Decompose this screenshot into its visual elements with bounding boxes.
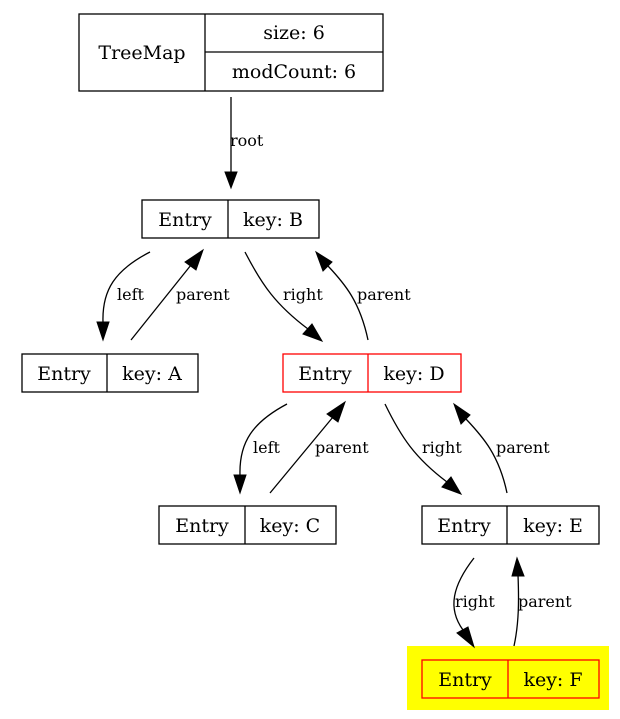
arrow-head <box>453 402 471 425</box>
entry-a-key: key: A <box>122 363 182 385</box>
edge-label-a-parent: parent <box>176 285 230 304</box>
arrow-head <box>511 556 525 577</box>
edge-label-c-parent: parent <box>315 438 369 457</box>
edge-d-parent: parent <box>315 250 411 341</box>
entry-b-title: Entry <box>158 209 212 231</box>
edge-b-right: right <box>244 251 324 342</box>
edge-label-e-parent: parent <box>496 438 550 457</box>
edge-label-b-left: left <box>117 285 145 304</box>
arrow-head <box>233 474 247 495</box>
entry-f-key: key: F <box>523 669 582 691</box>
edge-label-d-left: left <box>253 438 281 457</box>
edge-label-f-parent: parent <box>518 592 572 611</box>
entry-d-key: key: D <box>383 363 444 385</box>
entry-a-title: Entry <box>37 363 91 385</box>
edge-e-parent: parent <box>453 402 550 494</box>
entry-node-b: Entry key: B <box>141 199 320 239</box>
arrow-head <box>441 476 463 495</box>
treemap-modcount: modCount: 6 <box>232 61 356 83</box>
edge-label-e-right: right <box>455 592 495 611</box>
edge-label-d-right: right <box>422 438 462 457</box>
entry-c-key: key: C <box>260 515 320 537</box>
entry-node-c: Entry key: C <box>158 505 337 545</box>
entry-b-key: key: B <box>243 209 303 231</box>
entry-node-f: Entry key: F <box>421 659 600 699</box>
arrow-head <box>315 250 333 272</box>
entry-c-title: Entry <box>175 515 229 537</box>
entry-node-e: Entry key: E <box>421 505 600 545</box>
entry-e-title: Entry <box>437 515 491 537</box>
arrow-head <box>326 400 346 423</box>
edge-b-left: left <box>96 251 151 342</box>
arrow-head <box>302 323 324 342</box>
arrow-head <box>456 626 475 649</box>
entry-d-title: Entry <box>298 363 352 385</box>
entry-node-a: Entry key: A <box>21 353 199 393</box>
edge-e-right: right <box>453 557 495 649</box>
edge-c-parent: parent <box>269 400 369 494</box>
edge-f-parent: parent <box>511 556 572 647</box>
entry-e-key: key: E <box>523 515 583 537</box>
edge-label-b-right: right <box>283 285 323 304</box>
edge-a-parent: parent <box>130 248 230 341</box>
treemap-size: size: 6 <box>263 22 325 44</box>
edge-root: root <box>224 97 264 190</box>
entry-f-title: Entry <box>438 669 492 691</box>
entry-node-d: Entry key: D <box>282 353 462 393</box>
edge-label-d-parent: parent <box>357 285 411 304</box>
arrow-head <box>184 248 204 271</box>
arrow-head <box>224 171 238 190</box>
treemap-node: TreeMap size: 6 modCount: 6 <box>78 13 384 92</box>
edge-d-right: right <box>384 403 463 495</box>
treemap-title: TreeMap <box>98 42 185 64</box>
edge-d-left: left <box>233 403 288 495</box>
edge-label-root: root <box>230 131 264 150</box>
arrow-head <box>96 321 110 342</box>
